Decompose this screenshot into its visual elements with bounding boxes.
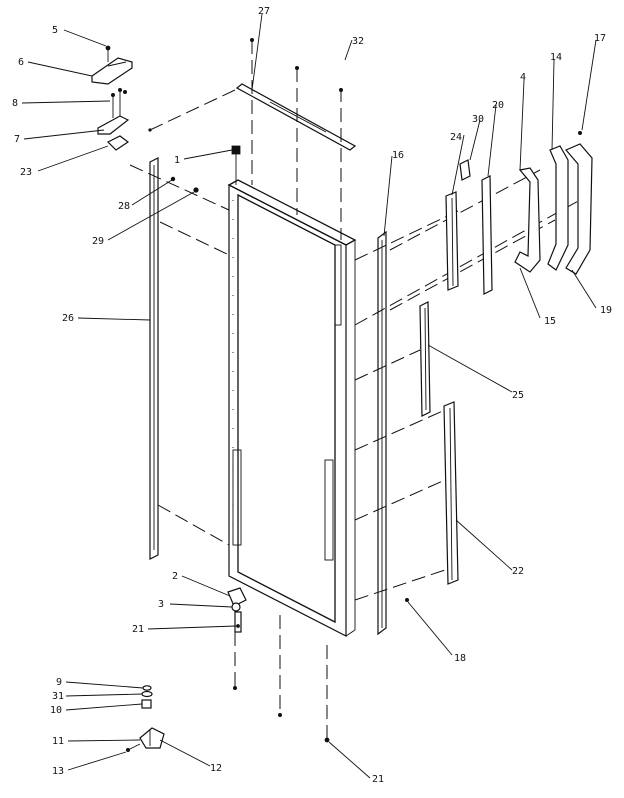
callout-10: 10 [50, 705, 62, 716]
top-hinge-assembly [91, 45, 133, 151]
callout-23: 23 [20, 167, 32, 178]
callout-30: 30 [472, 114, 484, 125]
callout-15: 15 [544, 316, 556, 327]
callout-32: 32 [352, 36, 364, 47]
callout-29: 29 [92, 236, 104, 247]
callout-9: 9 [56, 677, 62, 688]
callout-5: 5 [52, 25, 58, 36]
callout-22: 22 [512, 566, 524, 577]
bushing-28 [170, 176, 176, 182]
callout-12: 12 [210, 763, 222, 774]
door-panel [227, 179, 357, 637]
callout-3: 3 [158, 599, 164, 610]
hinge-pin [231, 145, 241, 185]
handle-4 [514, 167, 541, 273]
callout-31: 31 [52, 691, 64, 702]
callout-2: 2 [172, 571, 178, 582]
handle-14 [547, 145, 569, 271]
dash-hinge-2 [129, 164, 230, 211]
leader-lines [21, 13, 597, 779]
callout-28: 28 [118, 201, 130, 212]
bracket-25 [419, 301, 431, 417]
screw-17 [578, 130, 583, 135]
bottom-hinge [227, 587, 247, 633]
callout-8: 8 [12, 98, 18, 109]
callout-11: 11 [52, 736, 64, 747]
callout-26: 26 [62, 313, 74, 324]
callout-7: 7 [14, 134, 20, 145]
callout-16: 16 [392, 150, 404, 161]
dash-hinge-1 [149, 89, 236, 131]
callout-27: 27 [258, 6, 270, 17]
callout-13: 13 [52, 766, 64, 777]
bushing-29 [193, 187, 199, 193]
dash-strip-top [159, 221, 230, 256]
handle-cover-17 [565, 143, 593, 275]
callout-19: 19 [600, 305, 612, 316]
callout-18: 18 [454, 653, 466, 664]
dash-strip-bottom [157, 504, 230, 546]
left-seal-strip [149, 157, 159, 560]
callout-14: 14 [550, 52, 562, 63]
top-trim-strip [235, 83, 357, 151]
center-divider [377, 230, 387, 636]
callout-6: 6 [18, 57, 24, 68]
callout-25: 25 [512, 390, 524, 401]
lower-hinge-assembly [126, 685, 165, 753]
bracket-20 [481, 175, 493, 295]
callout-24: 24 [450, 132, 462, 143]
callout-1: 1 [174, 155, 180, 166]
callout-21: 21 [132, 624, 144, 635]
callout-4: 4 [520, 72, 526, 83]
clip-30 [459, 159, 471, 181]
callout-21-lower: 21 [372, 774, 384, 785]
callout-labels: 5 6 8 7 23 1 27 32 28 29 26 16 30 24 20 … [12, 6, 612, 785]
screw-18 [404, 598, 409, 603]
callout-17: 17 [594, 33, 606, 44]
callout-20: 20 [492, 100, 504, 111]
assembly-dash-lines [354, 169, 581, 601]
